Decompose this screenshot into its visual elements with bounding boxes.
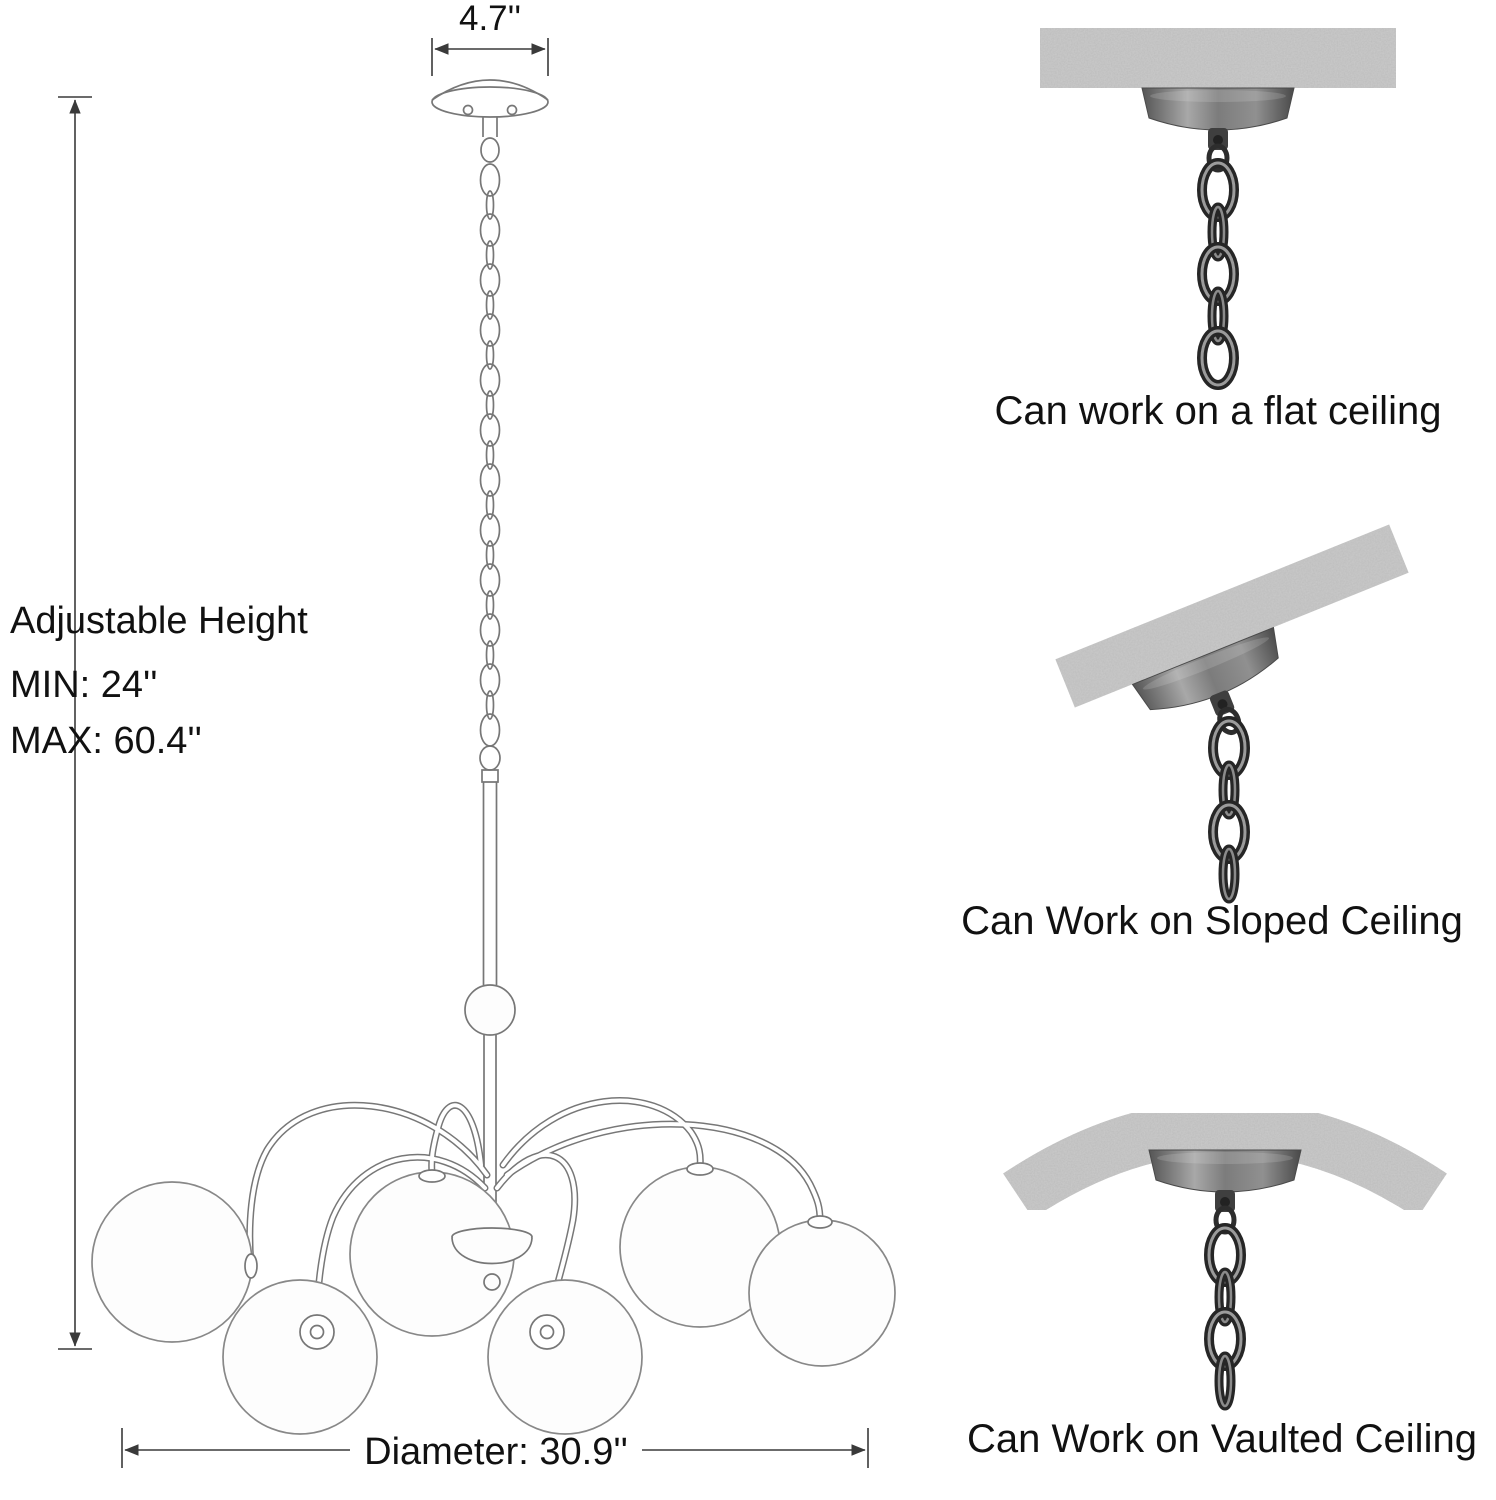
canopy-width-dimension-label: 4.7'' [459,0,521,38]
adjustable-height-text-block: Adjustable Height MIN: 24'' MAX: 60.4'' [10,600,308,762]
flat-ceiling-caption: Can work on a flat ceiling [995,389,1442,433]
socket-details [244,1162,833,1350]
canopy-drawing [431,79,549,163]
vaulted-ceiling-caption: Can Work on Vaulted Ceiling [967,1417,1477,1461]
adjustable-height-title: Adjustable Height [10,600,308,642]
diameter-dimension-label: Diameter: 30.9'' [364,1431,628,1473]
flat-ceiling-illustration: Can work on a flat ceiling [995,28,1442,433]
vaulted-ceiling-illustration: Can Work on Vaulted Ceiling [967,1100,1477,1461]
stem-drawing [464,745,516,1232]
max-height-label: MAX: 60.4'' [10,720,202,762]
width-dimension-line: 4.7'' [431,0,549,76]
center-bowl-drawing [451,1227,533,1291]
glass-globes [91,1166,896,1435]
min-height-label: MIN: 24'' [10,664,158,706]
sloped-ceiling-caption: Can Work on Sloped Ceiling [961,899,1463,943]
chain-drawing [479,163,501,747]
sloped-ceiling-illustration: Can Work on Sloped Ceiling [961,524,1463,943]
diameter-dimension-line: Diameter: 30.9'' [121,1428,869,1473]
chandelier-line-drawing [91,79,896,1435]
height-dimension-line [58,96,92,1350]
